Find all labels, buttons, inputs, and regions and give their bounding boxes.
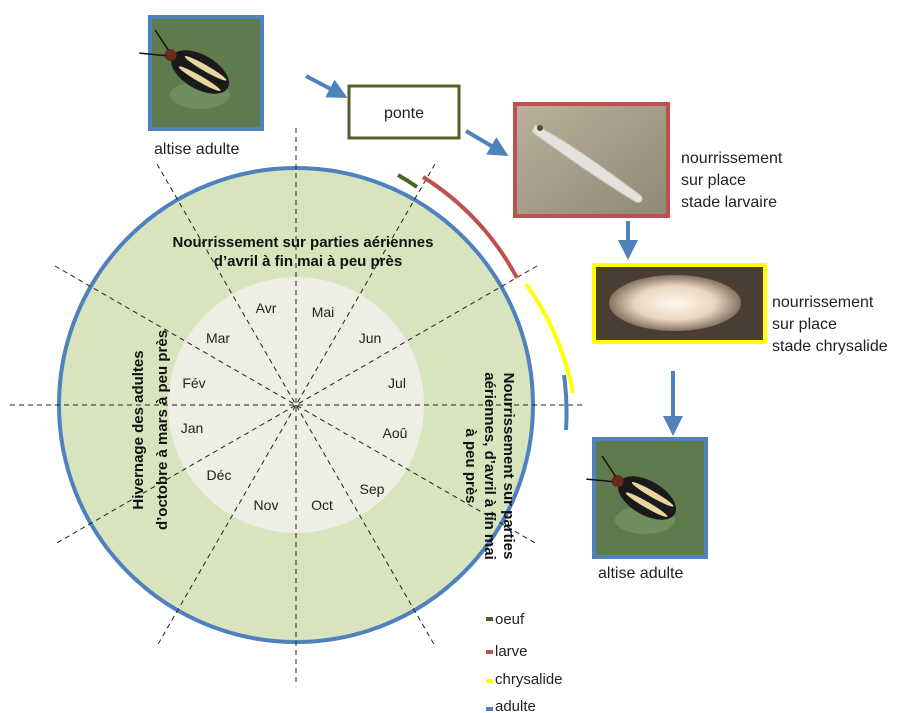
month-label-jul: Jul <box>388 375 406 391</box>
legend-swatch-chrysalide <box>486 679 493 683</box>
adult-photo-bottom <box>585 439 706 557</box>
ring-text-top-line2: d’avril à fin mai à peu près <box>214 253 402 270</box>
month-label-jan: Jan <box>181 420 204 436</box>
inner-month-disc <box>168 277 424 533</box>
legend-label-chrysalide: chrysalide <box>495 671 563 688</box>
ring-text-right-line2: aériennes, d’avril à fin mai <box>481 372 498 560</box>
month-label-mar: Mar <box>206 330 230 346</box>
arrow-adult-to-ponte <box>306 76 344 96</box>
legend-label-oeuf: oeuf <box>495 611 525 628</box>
month-label-avr: Avr <box>256 300 277 316</box>
adulte-arc <box>564 375 567 430</box>
larva-caption: nourrissement sur place stade larvaire <box>681 148 782 214</box>
ring-text-left-line2: d’octobre à mars à peu près <box>154 330 171 530</box>
month-label-fev: Fév <box>182 375 205 391</box>
month-label-dec: Déc <box>207 467 232 483</box>
month-label-mai: Mai <box>312 304 335 320</box>
arrow-ponte-to-larva <box>466 131 505 154</box>
adult-top-caption: altise adulte <box>154 139 239 161</box>
legend-swatch-oeuf <box>486 617 493 621</box>
legend: oeuf larve chrysalide adulte <box>486 611 563 713</box>
adult-photo-top <box>138 17 262 129</box>
pupa-photo <box>594 265 765 342</box>
pupa-caption-line1: nourrissement <box>772 292 888 314</box>
month-label-oct: Oct <box>311 497 333 513</box>
legend-swatch-larve <box>486 650 493 654</box>
larva-caption-line2: sur place <box>681 170 782 192</box>
pupa-caption-line2: sur place <box>772 314 888 336</box>
month-label-nov: Nov <box>254 497 279 513</box>
adult-bottom-caption: altise adulte <box>598 563 683 585</box>
ring-text-right-line1: Nourrissement sur parties <box>500 373 517 560</box>
ponte-label: ponte <box>384 105 424 122</box>
larva-caption-line3: stade larvaire <box>681 192 782 214</box>
month-label-aou: Aoû <box>383 425 408 441</box>
oeuf-arc <box>398 175 417 187</box>
ring-text-left-line1: Hivernage des adultes <box>130 350 147 509</box>
pupa-caption-line3: stade chrysalide <box>772 336 888 358</box>
legend-label-larve: larve <box>495 643 528 660</box>
ring-text-right-line3: à peu près <box>462 428 479 503</box>
larva-photo <box>515 104 668 216</box>
legend-label-adulte: adulte <box>495 698 536 713</box>
pupa-caption: nourrissement sur place stade chrysalide <box>772 292 888 358</box>
month-label-jun: Jun <box>359 330 382 346</box>
larva-caption-line1: nourrissement <box>681 148 782 170</box>
legend-swatch-adulte <box>486 707 493 711</box>
month-label-sep: Sep <box>360 481 385 497</box>
pupa-icon <box>609 275 741 331</box>
ring-text-top-line1: Nourrissement sur parties aériennes <box>173 234 434 251</box>
